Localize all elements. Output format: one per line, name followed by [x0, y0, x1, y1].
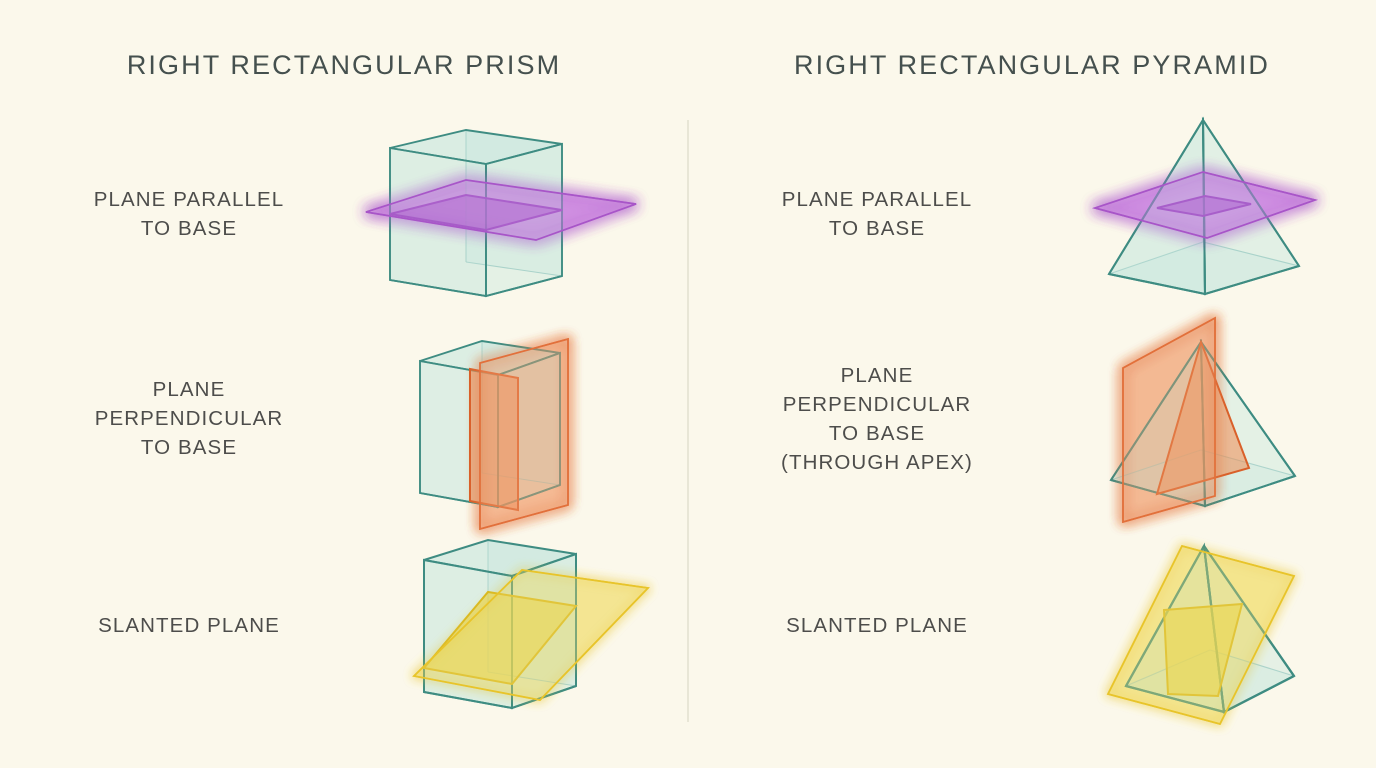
- cutting-plane-front: [1106, 544, 1296, 726]
- figure-pyramid-with-perpendicular-plane: [1105, 308, 1320, 528]
- column-title-pyramid: RIGHT RECTANGULAR PYRAMID: [793, 50, 1271, 80]
- row-label-prism-slanted: SLANTED PLANE: [98, 614, 280, 637]
- column-divider: [687, 120, 689, 722]
- figure-prism-with-parallel-plane: [358, 108, 658, 308]
- cutting-plane-front: [1122, 316, 1216, 524]
- column-title-prism: RIGHT RECTANGULAR PRISM: [126, 50, 562, 80]
- cutting-plane-front: [1092, 171, 1318, 239]
- figure-pyramid-with-parallel-plane: [1085, 108, 1345, 298]
- cutting-plane-front: [365, 179, 637, 241]
- row-label-pyramid-slanted: SLANTED PLANE: [786, 614, 968, 637]
- figure-prism-with-perpendicular-plane: [419, 305, 650, 535]
- figure-prism-with-slanted-plane: [400, 528, 670, 743]
- cutting-plane-front: [412, 569, 650, 701]
- figure-pyramid-with-slanted-plane: [1098, 528, 1328, 743]
- cutting-plane-front: [479, 337, 569, 531]
